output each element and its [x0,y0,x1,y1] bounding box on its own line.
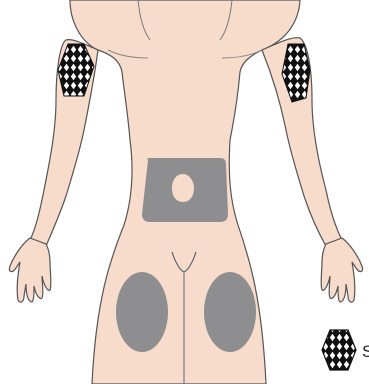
left-hand [9,238,50,302]
hexagon-mesh-icon [322,330,356,370]
legend [322,330,356,370]
right-hand [321,238,362,302]
right-thigh-site [204,272,256,352]
left-thigh-site [116,272,168,352]
legend-label: S [362,342,369,362]
